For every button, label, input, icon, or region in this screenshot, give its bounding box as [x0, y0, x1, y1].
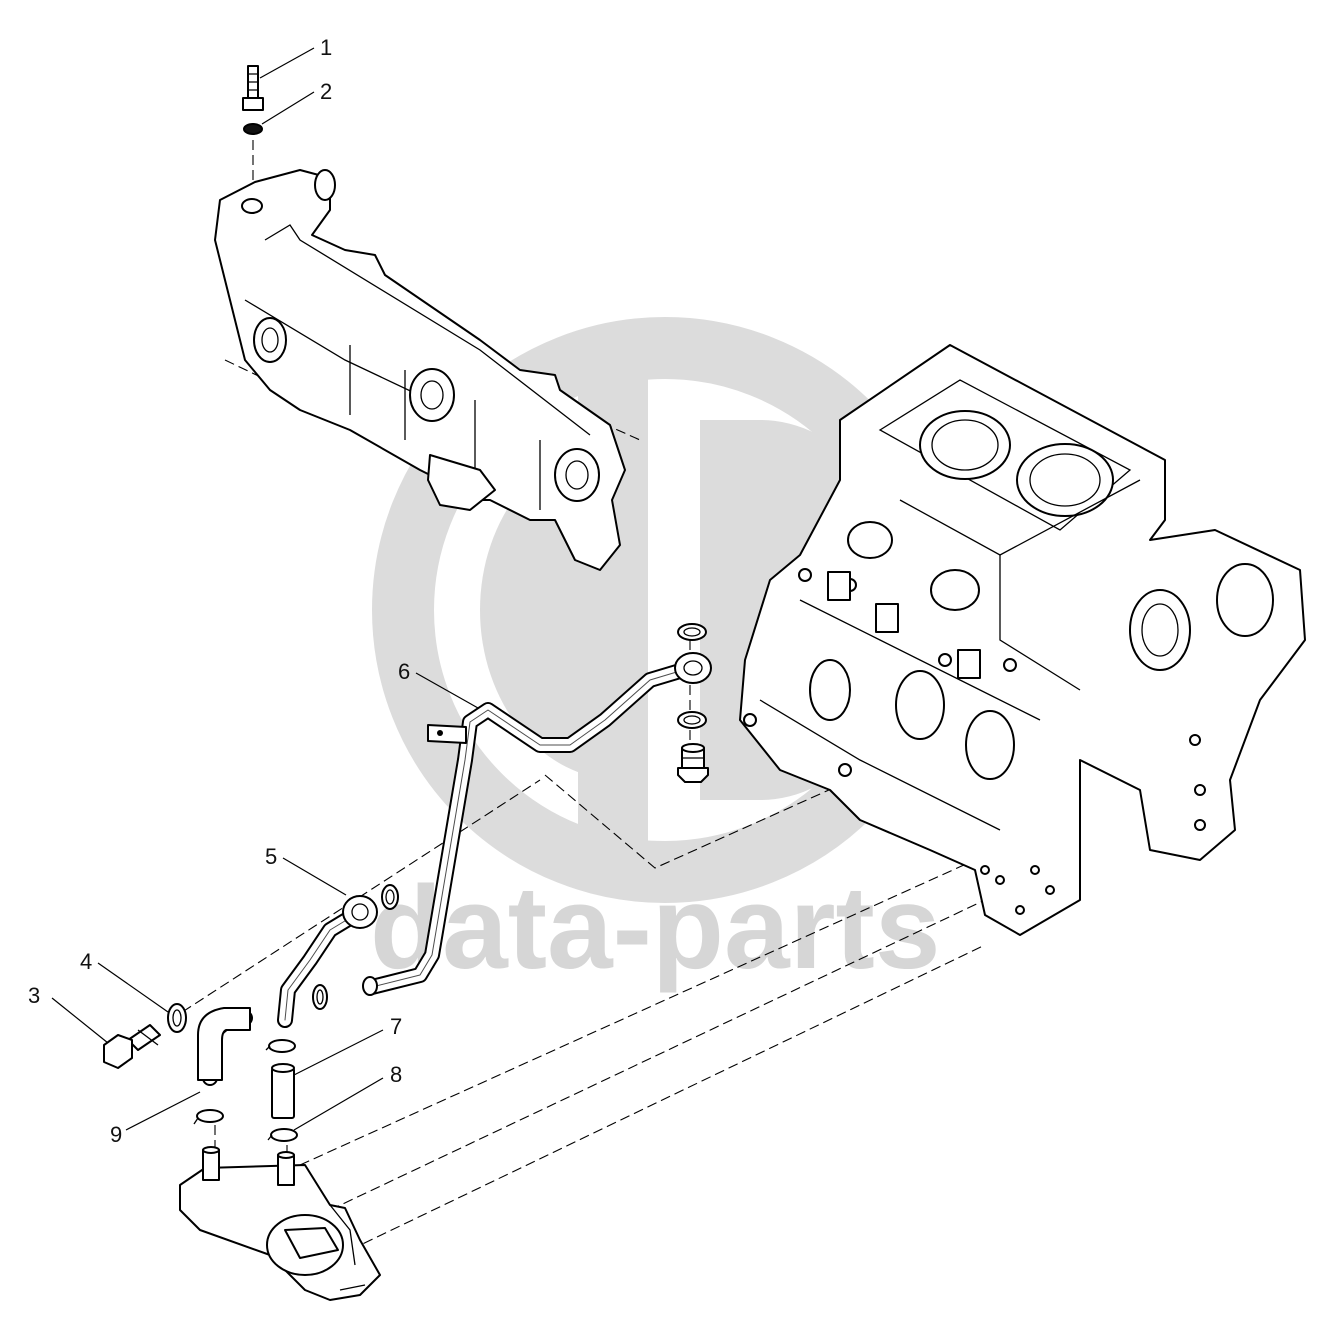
leader-lines — [51, 47, 479, 1131]
callout-labels: 1 2 3 4 5 6 7 8 9 — [28, 35, 410, 1147]
callout-6: 6 — [398, 659, 410, 684]
seal-rings-lower — [312, 884, 399, 1010]
callout-3: 3 — [28, 983, 40, 1008]
washer-part — [243, 123, 263, 135]
oil-cooler-housing — [179, 1146, 381, 1301]
callout-1: 1 — [320, 35, 332, 60]
callout-9: 9 — [110, 1122, 122, 1147]
banjo-bolt — [677, 743, 709, 783]
callout-8: 8 — [390, 1062, 402, 1087]
callout-2: 2 — [320, 79, 332, 104]
oil-pipe-main — [362, 652, 712, 996]
plug-screw-part — [103, 1024, 161, 1069]
return-pipe — [277, 895, 378, 1028]
elbow-hose — [197, 1007, 253, 1086]
callout-4: 4 — [80, 949, 92, 974]
watermark-text: data-parts — [370, 862, 940, 994]
sealing-ring-part — [167, 1003, 187, 1033]
bolt-part — [242, 65, 264, 111]
connecting-tube-part — [271, 1063, 295, 1119]
callout-5: 5 — [265, 844, 277, 869]
callout-7: 7 — [390, 1014, 402, 1039]
seal-rings-upper — [677, 623, 707, 729]
engine-block — [739, 344, 1306, 936]
hose-clamps — [193, 1039, 298, 1142]
exhaust-manifold — [214, 169, 626, 571]
